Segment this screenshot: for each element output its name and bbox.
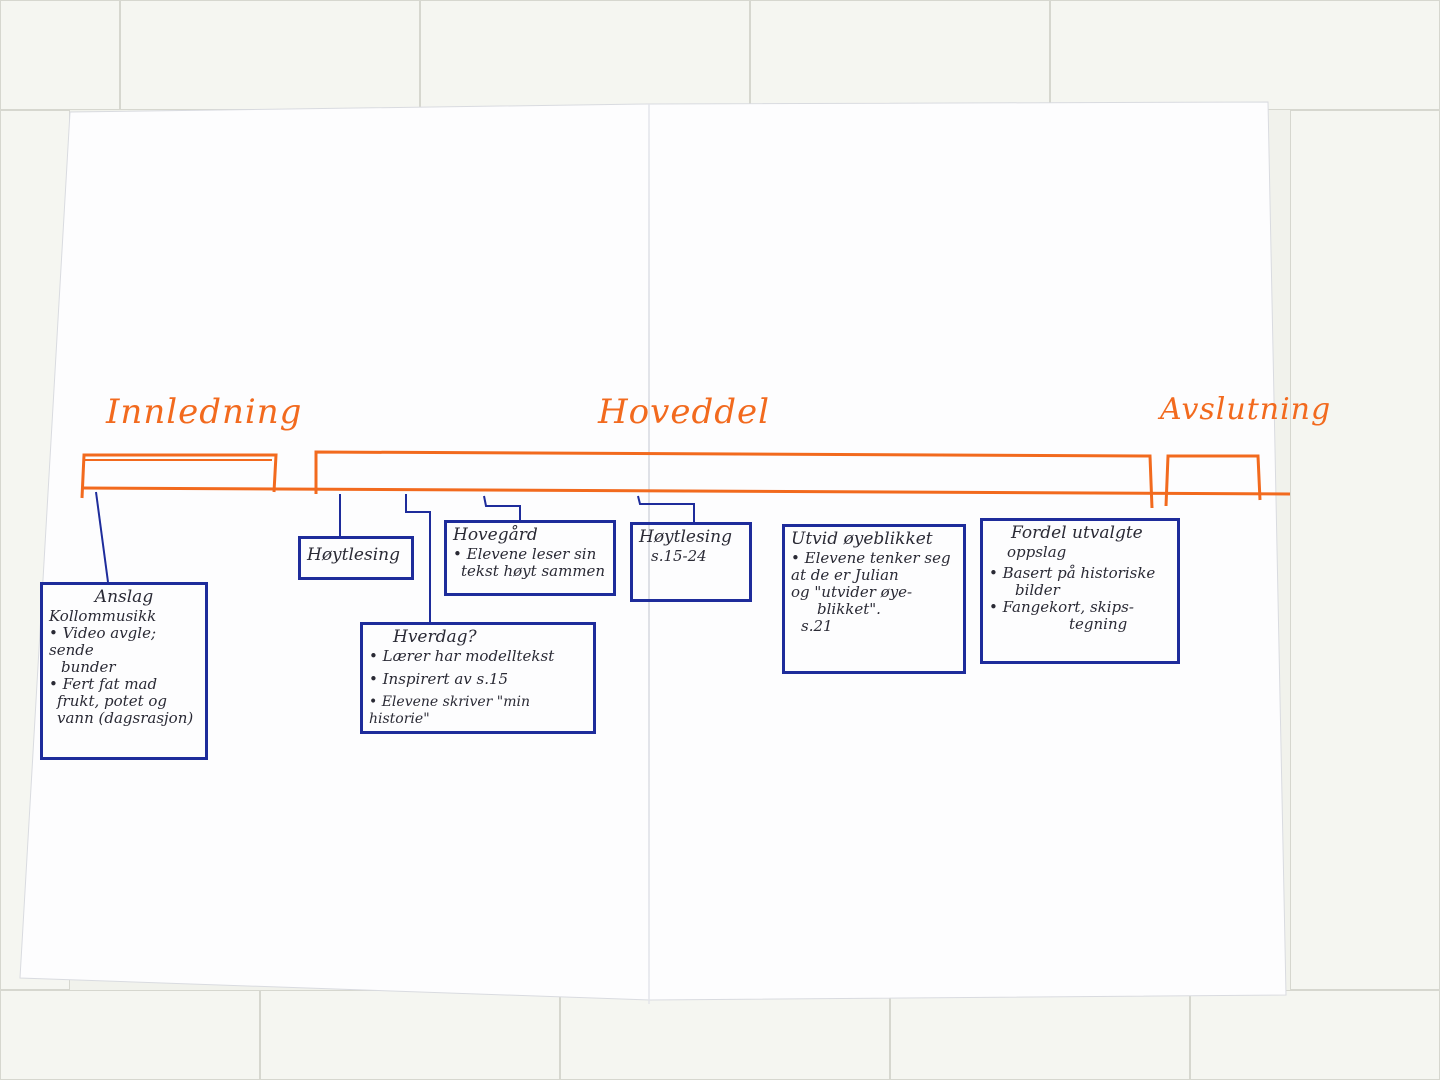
box-line: • Lærer har modelltekst: [369, 647, 555, 665]
wall-plank: [0, 0, 120, 110]
wall-plank: [120, 0, 420, 110]
section-hoveddel: Hoveddel: [598, 392, 770, 432]
box-line: s.15-24: [651, 547, 707, 565]
box-hovegard: Hovegård • Elevene leser sin tekst høyt …: [444, 520, 616, 596]
wall-plank: [750, 0, 1050, 110]
box-line: s.21: [801, 617, 833, 635]
box-line: • Basert på historiske: [989, 564, 1156, 582]
wall-plank: [1050, 0, 1440, 110]
wall-plank: [260, 990, 560, 1080]
box-line: • Elevene tenker seg: [791, 549, 951, 567]
box-line: tekst høyt sammen: [461, 562, 606, 580]
connector-hoytlesing2: [637, 495, 695, 522]
box-title: Høytlesing: [639, 527, 732, 547]
connector-hverdag: [405, 494, 431, 622]
section-avslutning: Avslutning: [1160, 392, 1332, 427]
box-hoytlesing-1: Høytlesing: [298, 536, 414, 580]
connector-anslag: [95, 491, 109, 583]
box-line: • Elevene leser sin: [453, 545, 597, 563]
innledning-bracket: [80, 453, 278, 499]
box-utvid-oyeblikket: Utvid øyeblikket • Elevene tenker seg at…: [782, 524, 966, 674]
box-line: Kollommusikk: [49, 607, 157, 625]
box-line: frukt, potet og: [57, 692, 168, 710]
section-innledning: Innledning: [106, 392, 303, 432]
box-title: Fordel utvalgte: [1011, 523, 1143, 543]
box-line: blikket".: [817, 600, 881, 618]
timeline-line: [81, 486, 1291, 496]
box-line: bilder: [1015, 581, 1060, 599]
box-line: • Elevene skriver "min historie": [369, 694, 531, 727]
box-title: Høytlesing: [307, 545, 400, 565]
box-line: at de er Julian: [791, 566, 899, 584]
box-title: Hverdag?: [393, 627, 477, 647]
box-title: Anslag: [94, 587, 154, 607]
box-line: oppslag: [1007, 543, 1067, 561]
paper-fold: [648, 104, 650, 1004]
box-hoytlesing-2: Høytlesing s.15-24: [630, 522, 752, 602]
box-title: Hovegård: [453, 525, 538, 545]
box-line: og "utvider øye-: [791, 583, 913, 601]
box-line: bunder: [61, 658, 116, 676]
box-line: tegning: [1069, 615, 1128, 633]
box-line: • Inspirert av s.15: [369, 670, 509, 688]
box-line: vann (dagsrasjon): [57, 709, 194, 727]
box-hverdag: Hverdag? • Lærer har modelltekst • Inspi…: [360, 622, 596, 734]
box-fordel-utvalgte-oppslag: Fordel utvalgte oppslag • Basert på hist…: [980, 518, 1180, 664]
box-anslag: Anslag Kollommusikk • Video avgle; sende…: [40, 582, 208, 760]
box-line: • Fert fat mad: [49, 675, 158, 693]
hoveddel-bracket: [314, 450, 1154, 509]
avslutning-bracket: [1164, 454, 1262, 507]
wall-plank: [1190, 990, 1440, 1080]
box-line: • Fangekort, skips-: [989, 598, 1134, 616]
box-line: • Video avgle; sende: [49, 624, 157, 659]
box-title: Utvid øyeblikket: [791, 529, 933, 549]
connector-hovegard: [483, 495, 521, 520]
